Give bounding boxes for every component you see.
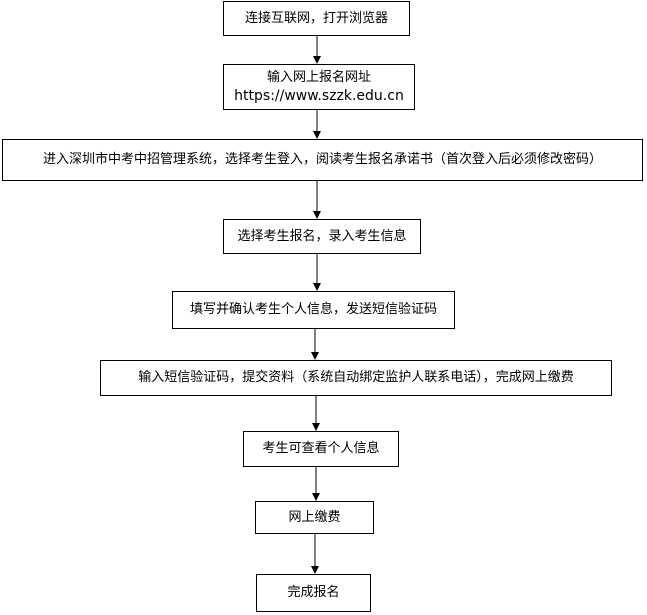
- website-url: https://www.szzk.edu.cn: [234, 88, 404, 104]
- step-label: 进入深圳市中考中招管理系统，选择考生登入，阅读考生报名承诺书（首次登入后必须修改…: [42, 152, 602, 167]
- step-label: 选择考生报名，录入考生信息: [237, 228, 407, 244]
- step-login-system: 进入深圳市中考中招管理系统，选择考生登入，阅读考生报名承诺书（首次登入后必须修改…: [2, 139, 643, 181]
- step-fill-info: 填写并确认考生个人信息，发送短信验证码: [172, 291, 455, 329]
- step-label: 考生可查看个人信息: [262, 441, 380, 456]
- step-enter-url: 输入网上报名网址 https://www.szzk.edu.cn: [223, 64, 415, 110]
- step-label: 连接互联网，打开浏览器: [244, 10, 388, 26]
- step-label: 填写并确认考生个人信息，发送短信验证码: [189, 302, 437, 317]
- step-label: 输入短信验证码，提交资料（系统自动绑定监护人联系电话），完成网上缴费: [138, 370, 574, 385]
- step-view-info: 考生可查看个人信息: [243, 431, 399, 467]
- step-label: 完成报名: [287, 585, 340, 600]
- step-select-registration: 选择考生报名，录入考生信息: [223, 219, 421, 254]
- step-complete: 完成报名: [256, 574, 371, 612]
- step-online-payment: 网上缴费: [255, 501, 374, 534]
- step-label: 输入网上报名网址: [266, 70, 371, 85]
- step-connect-internet: 连接互联网，打开浏览器: [223, 1, 410, 36]
- step-submit-and-pay: 输入短信验证码，提交资料（系统自动绑定监护人联系电话），完成网上缴费: [100, 360, 612, 396]
- step-label: 网上缴费: [288, 509, 341, 525]
